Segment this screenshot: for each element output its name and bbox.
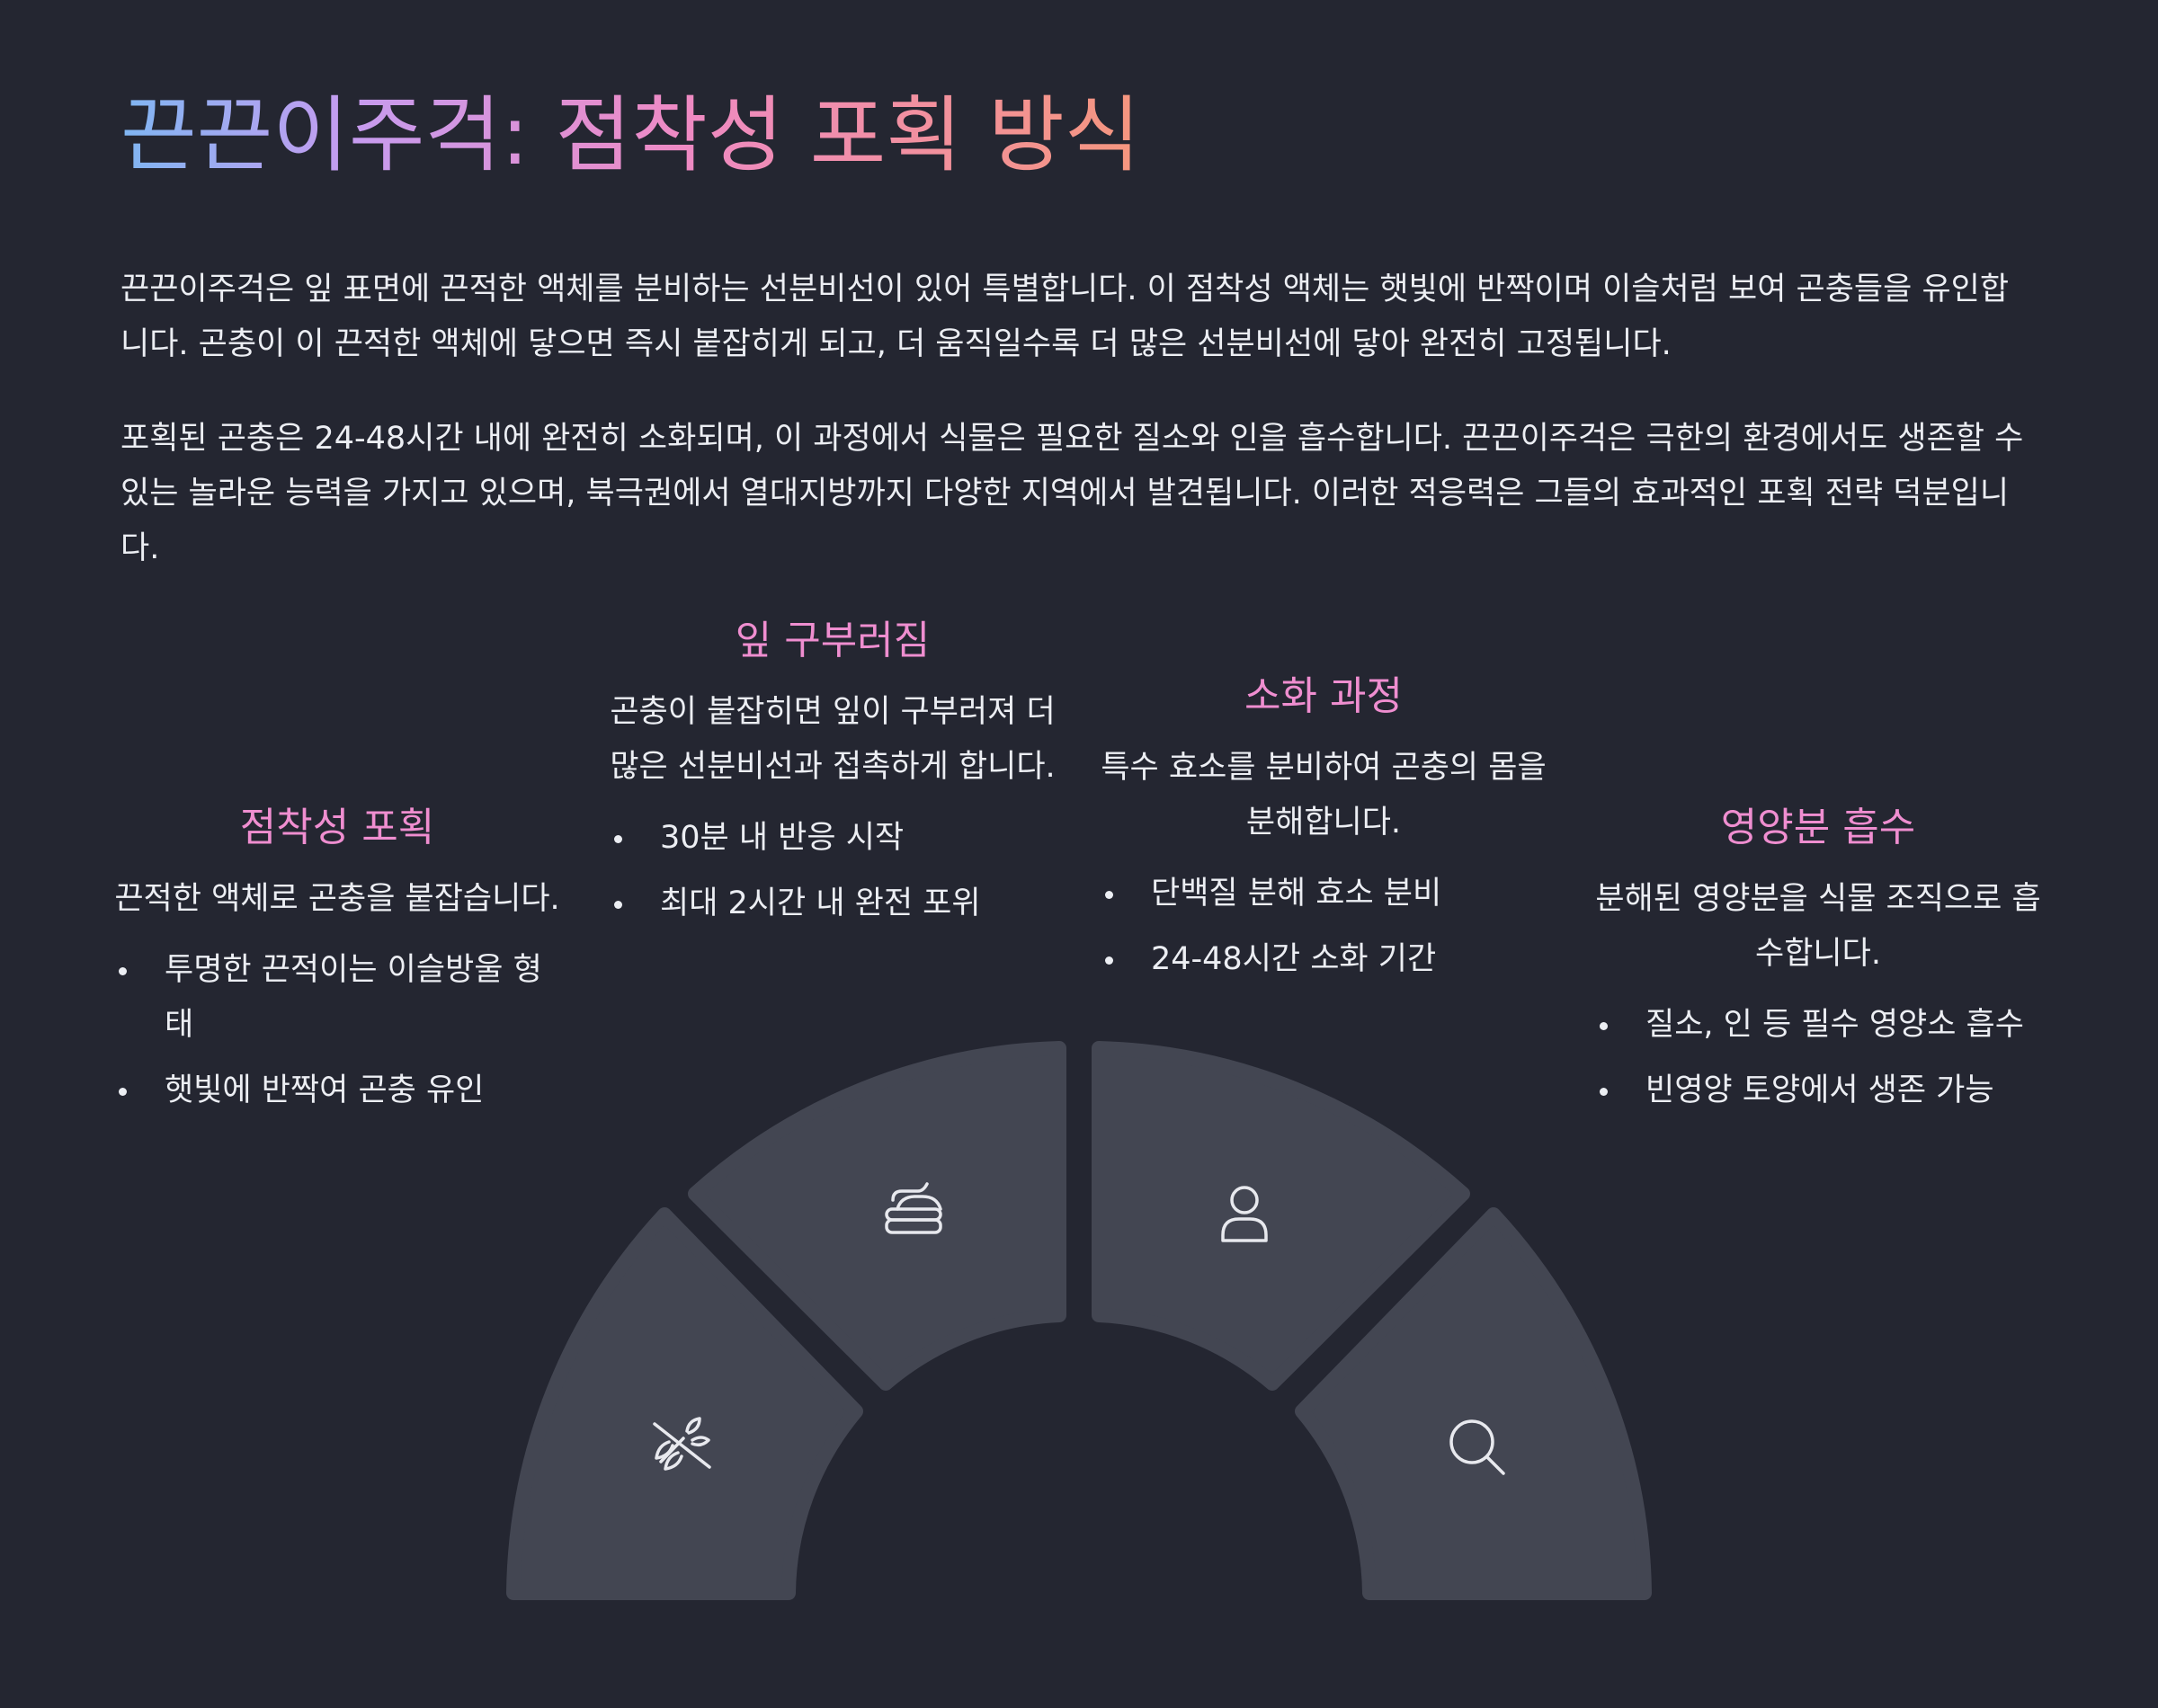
step-description: 곤충이 붙잡히면 잎이 구부러져 더 많은 선분비선과 접촉하게 합니다. [610, 694, 1056, 785]
step-bullet-list: 투명한 끈적이는 이슬방울 형태 햇빛에 반짝여 곤충 유인 [112, 943, 562, 1118]
step-nutrient-absorption: 영양분 흡수 분해된 영양분을 식물 조직으로 흡수합니다. 질소, 인 등 필… [1593, 800, 2043, 1129]
page-title: 끈끈이주걱: 점착성 포획 방식 [120, 86, 1140, 185]
step-title: 잎 구부러짐 [735, 618, 931, 663]
intro-paragraph-2: 포획된 곤충은 24-48시간 내에 완전히 소화되며, 이 과정에서 식물은 … [120, 421, 2024, 566]
list-item: 30분 내 반응 시작 [608, 811, 1057, 866]
search-icon [1449, 1419, 1505, 1475]
user-icon [1221, 1186, 1268, 1242]
step-description: 특수 효소를 분비하여 곤충의 몸을 분해합니다. [1101, 750, 1547, 841]
list-item: 빈영양 토양에서 생존 가능 [1593, 1063, 2043, 1118]
segment-leaf-curling [688, 1041, 1066, 1391]
segment-nutrient-absorption [1295, 1207, 1652, 1600]
step-title: 영양분 흡수 [1720, 805, 1916, 850]
step-title: 점착성 포획 [239, 805, 435, 850]
list-item: 최대 2시간 내 완전 포위 [608, 876, 1057, 931]
list-item: 24-48시간 소화 기간 [1099, 932, 1548, 987]
segment-sticky-capture [506, 1207, 863, 1600]
step-description: 분해된 영양분을 식물 조직으로 흡수합니다. [1595, 881, 2041, 972]
list-item: 단백질 분해 효소 분비 [1099, 867, 1548, 921]
step-digestion: 소화 과정 특수 효소를 분비하여 곤충의 몸을 분해합니다. 단백질 분해 효… [1099, 669, 1548, 998]
step-sticky-capture: 점착성 포획 끈적한 액체로 곤충을 붙잡습니다. 투명한 끈적이는 이슬방울 … [112, 800, 562, 1129]
step-title: 소화 과정 [1244, 673, 1403, 719]
list-item: 질소, 인 등 필수 영양소 흡수 [1593, 998, 2043, 1053]
wheat-off-icon [653, 1417, 711, 1471]
step-bullet-list: 단백질 분해 효소 분비 24-48시간 소화 기간 [1099, 867, 1548, 987]
segment-digestion [1092, 1041, 1470, 1391]
step-description: 끈적한 액체로 곤충을 붙잡습니다. [114, 881, 560, 917]
intro-paragraph-1: 끈끈이주걱은 잎 표면에 끈적한 액체를 분비하는 선분비선이 있어 특별합니다… [120, 271, 2010, 362]
step-leaf-curling: 잎 구부러짐 곤충이 붙잡히면 잎이 구부러져 더 많은 선분비선과 접촉하게 … [608, 613, 1057, 942]
list-item: 햇빛에 반짝여 곤충 유인 [112, 1063, 562, 1118]
curling-stone-icon [885, 1182, 942, 1234]
step-bullet-list: 30분 내 반응 시작 최대 2시간 내 완전 포위 [608, 811, 1057, 931]
list-item: 투명한 끈적이는 이슬방울 형태 [112, 943, 562, 1053]
step-bullet-list: 질소, 인 등 필수 영양소 흡수 빈영양 토양에서 생존 가능 [1593, 998, 2043, 1118]
